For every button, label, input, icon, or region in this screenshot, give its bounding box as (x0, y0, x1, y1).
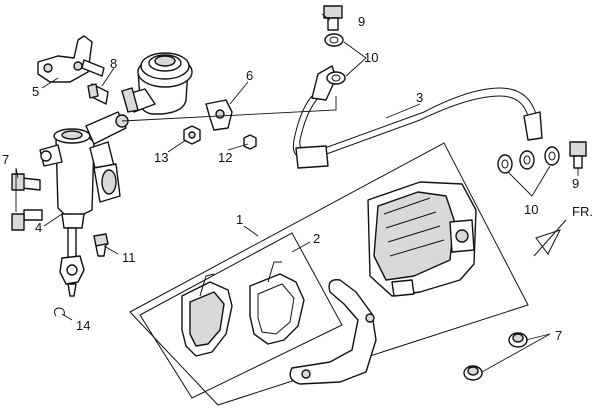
brake-caliper-assembly-box (129, 142, 529, 406)
callout-14: 14 (76, 318, 90, 333)
callout-13: 13 (154, 150, 168, 165)
nut-13 (183, 125, 201, 145)
banjo-bolt-9-top (323, 5, 343, 31)
callout-1: 1 (236, 212, 243, 227)
hose-clip-6 (205, 99, 233, 131)
washers-10-top (324, 33, 346, 85)
clip-14 (53, 307, 65, 317)
bolt-7-left-upper (11, 173, 41, 191)
brake-fluid-reservoir (121, 52, 193, 115)
leader-lines (15, 13, 579, 373)
callout-10-top: 10 (364, 50, 378, 65)
banjo-bolt-9-right (569, 141, 587, 169)
callout-8: 8 (110, 56, 117, 71)
caliper-mounting-bracket (289, 279, 377, 385)
callout-3: 3 (416, 90, 423, 105)
bolt-8 (87, 83, 109, 105)
brake-master-cylinder (39, 111, 129, 297)
callout-7-right: 7 (555, 328, 562, 343)
callout-5: 5 (32, 84, 39, 99)
callout-9-top: 9 (358, 14, 365, 29)
callout-6: 6 (246, 68, 253, 83)
callout-7-left: 7 (2, 152, 9, 167)
front-direction-arrow-icon (533, 219, 567, 257)
brake-caliper (367, 181, 477, 297)
washers-10-right (497, 146, 560, 174)
master-cylinder-bracket (37, 35, 105, 83)
callout-10-right: 10 (524, 202, 538, 217)
brake-pad-set-box (139, 232, 343, 399)
callout-2: 2 (313, 231, 320, 246)
bolt-7-right-upper (508, 332, 528, 348)
brake-pad-right (249, 261, 305, 345)
nut-12 (243, 134, 257, 150)
front-direction-label: FR. (572, 204, 593, 219)
callout-12: 12 (218, 150, 232, 165)
brake-pad-left (181, 273, 233, 357)
callout-9-right: 9 (572, 176, 579, 191)
callout-4: 4 (35, 220, 42, 235)
bolt-7-left-lower (11, 209, 43, 231)
bolt-7-right-lower (463, 365, 483, 381)
callout-11: 11 (122, 250, 136, 265)
bolt-11 (93, 233, 109, 257)
brake-hose (292, 65, 543, 169)
